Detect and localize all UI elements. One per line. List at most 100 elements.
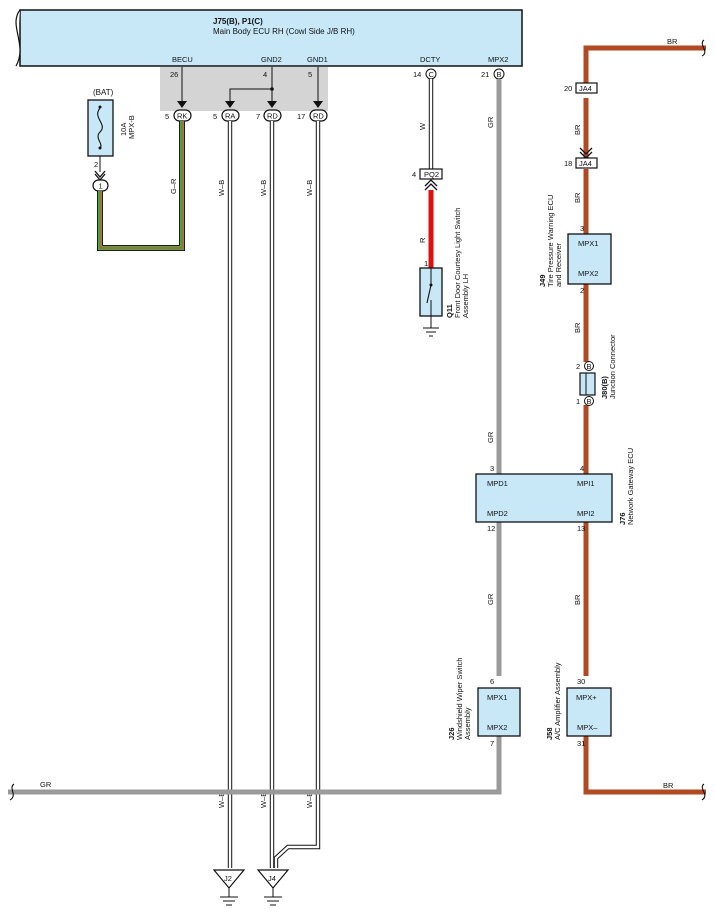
svg-text:31: 31 — [577, 739, 585, 748]
svg-text:W: W — [418, 122, 427, 130]
terminal-gnd2: GND2 — [261, 55, 282, 64]
wire-g-r — [97, 121, 185, 251]
svg-text:J80(B): J80(B) — [600, 376, 609, 399]
svg-text:MPD1: MPD1 — [487, 479, 508, 488]
svg-text:B: B — [587, 362, 592, 371]
svg-text:MPX2: MPX2 — [487, 723, 507, 732]
svg-text:3: 3 — [490, 464, 494, 473]
break-right-bottom — [701, 783, 706, 801]
main-ecu-name: Main Body ECU RH (Cowl Side J/B RH) — [213, 27, 355, 36]
svg-text:7: 7 — [256, 112, 260, 121]
svg-text:3: 3 — [580, 224, 584, 233]
svg-text:GR: GR — [40, 780, 52, 789]
svg-text:5: 5 — [213, 112, 217, 121]
svg-text:Network Gateway ECU: Network Gateway ECU — [626, 448, 635, 525]
svg-text:RD: RD — [267, 112, 278, 121]
svg-text:7: 7 — [490, 739, 494, 748]
wiper-switch: 6 MPX1 MPX2 7 J26 Windshield Wiper Switc… — [447, 657, 521, 748]
svg-text:MPI2: MPI2 — [577, 509, 595, 518]
svg-text:6: 6 — [490, 677, 494, 686]
fuse-pin: 2 — [94, 160, 98, 169]
connector-pq2: 4 PQ2 — [412, 168, 443, 191]
pin-becu: 26 — [170, 70, 178, 79]
svg-text:J4: J4 — [268, 874, 276, 883]
svg-text:Assembly: Assembly — [463, 707, 472, 740]
svg-text:MPX1: MPX1 — [578, 239, 598, 248]
break-right-top — [701, 39, 706, 57]
svg-text:JA4: JA4 — [579, 159, 592, 168]
svg-text:Tire Pressure Warning ECU: Tire Pressure Warning ECU — [546, 195, 555, 287]
svg-text:2: 2 — [576, 362, 580, 371]
svg-text:W–B: W–B — [305, 180, 314, 196]
svg-text:BR: BR — [573, 124, 582, 135]
svg-text:J76: J76 — [618, 512, 627, 525]
svg-text:RK: RK — [177, 112, 187, 121]
pin-gnd1: 5 — [308, 70, 312, 79]
svg-text:PQ2: PQ2 — [424, 170, 439, 179]
svg-text:MPI1: MPI1 — [577, 479, 595, 488]
svg-text:Q11: Q11 — [445, 304, 454, 318]
svg-text:GR: GR — [486, 431, 495, 443]
svg-text:BR: BR — [667, 37, 678, 46]
tpms-ecu: 3 MPX1 MPX2 2 J49 Tire Pressure Warning … — [538, 195, 612, 295]
connector-rd-17: RD 17 — [297, 109, 328, 122]
svg-text:W–B: W–B — [259, 180, 268, 196]
svg-text:W–B: W–B — [305, 792, 314, 808]
connector-ja4-bot: 18 JA4 — [564, 157, 598, 169]
wire-gr-gray — [8, 79, 502, 795]
ground-j2: J2 — [212, 869, 246, 906]
svg-text:RD: RD — [313, 112, 324, 121]
svg-text:Junction Connector: Junction Connector — [608, 334, 617, 399]
lower-connector-arrows — [177, 101, 323, 108]
bat-fuse: (BAT) 10A MPX-B 2 1 — [87, 88, 136, 192]
connector-ja4-top: 20 JA4 — [564, 82, 598, 94]
svg-text:A/C Amplifier Assembly: A/C Amplifier Assembly — [553, 662, 562, 740]
courtesy-switch: 1 Q11 Front Door Courtesy Light Switch A… — [419, 208, 470, 337]
terminal-mpx2: MPX2 — [488, 55, 508, 64]
connector-rd-7: RD 7 — [256, 109, 282, 122]
conn-c-label: C — [429, 70, 435, 79]
svg-text:BR: BR — [573, 192, 582, 203]
conn-b-label: B — [497, 70, 502, 79]
connector-ra: RA 5 — [213, 109, 240, 122]
svg-text:1: 1 — [576, 397, 580, 406]
wire-wb-rd17 — [273, 121, 321, 868]
svg-text:13: 13 — [577, 524, 585, 533]
svg-text:1: 1 — [424, 259, 428, 268]
svg-text:R: R — [418, 237, 427, 243]
svg-text:18: 18 — [564, 159, 572, 168]
svg-text:J26: J26 — [447, 727, 456, 740]
svg-text:MPX+: MPX+ — [576, 693, 597, 702]
svg-text:RA: RA — [225, 112, 235, 121]
svg-text:B: B — [587, 397, 592, 406]
connector-rk: RK 5 — [165, 109, 192, 122]
network-gateway-ecu: 3 4 MPD1 MPI1 MPD2 MPI2 12 13 J76 Networ… — [475, 448, 635, 533]
terminal-gnd1: GND1 — [307, 55, 328, 64]
svg-text:W–B: W–B — [259, 792, 268, 808]
pin-dcty: 14 — [413, 70, 421, 79]
bat-label: (BAT) — [93, 88, 114, 97]
svg-text:Front Door Courtesy Light Swit: Front Door Courtesy Light Switch — [453, 208, 462, 318]
svg-text:12: 12 — [487, 524, 495, 533]
svg-text:MPX2: MPX2 — [578, 269, 598, 278]
svg-text:GR: GR — [486, 593, 495, 605]
svg-text:Assembly LH: Assembly LH — [461, 274, 470, 318]
svg-text:17: 17 — [297, 112, 305, 121]
svg-text:J2: J2 — [224, 874, 232, 883]
svg-text:MPX1: MPX1 — [487, 693, 507, 702]
svg-text:and Receiver: and Receiver — [554, 242, 563, 287]
svg-text:Windshield Wiper Switch: Windshield Wiper Switch — [455, 657, 464, 740]
svg-text:J49: J49 — [538, 274, 547, 287]
wire-br — [583, 45, 706, 795]
terminal-becu: BECU — [172, 55, 193, 64]
svg-text:JA4: JA4 — [579, 84, 592, 93]
pin-gnd2: 4 — [263, 70, 267, 79]
svg-text:2: 2 — [580, 286, 584, 295]
main-body-ecu: J75(B), P1(C) Main Body ECU RH (Cowl Sid… — [15, 9, 523, 67]
main-ecu-code: J75(B), P1(C) — [213, 17, 263, 26]
wire-label-g-r: G–R — [169, 178, 178, 194]
svg-text:MPD2: MPD2 — [487, 509, 508, 518]
svg-text:W–B: W–B — [217, 180, 226, 196]
svg-text:4: 4 — [580, 464, 584, 473]
